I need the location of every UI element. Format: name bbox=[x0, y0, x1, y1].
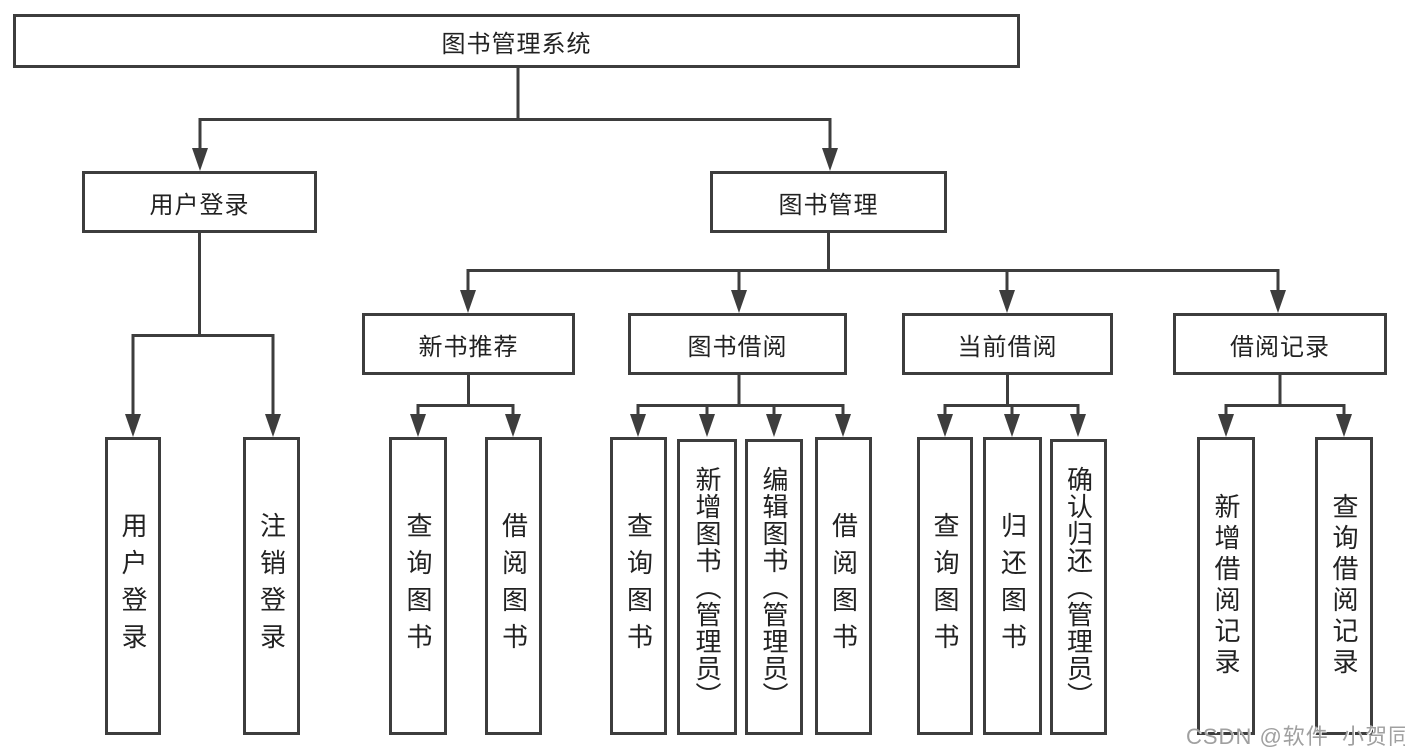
node-label: 确认归还（管理员） bbox=[1063, 465, 1094, 709]
leaf-user-login: 用户登录 bbox=[105, 437, 161, 735]
node-label: 借阅图书 bbox=[498, 512, 529, 660]
arrowhead bbox=[1004, 414, 1020, 437]
arrowhead bbox=[937, 414, 953, 437]
node-new-book-recommend: 新书推荐 bbox=[362, 313, 575, 375]
node-borrow-record: 借阅记录 bbox=[1173, 313, 1387, 375]
arrowhead bbox=[731, 290, 747, 313]
leaf-borrow-query-books: 查询图书 bbox=[610, 437, 667, 735]
node-book-borrow: 图书借阅 bbox=[628, 313, 847, 375]
leaf-confirm-return-admin: 确认归还（管理员） bbox=[1050, 439, 1107, 735]
node-label: 新书推荐 bbox=[418, 333, 519, 361]
node-label: 查询图书 bbox=[623, 512, 654, 660]
arrowhead bbox=[766, 414, 782, 437]
arrowhead bbox=[265, 414, 281, 437]
node-label: 新增图书（管理员） bbox=[692, 465, 722, 709]
arrowhead bbox=[630, 414, 646, 437]
arrowhead bbox=[999, 290, 1015, 313]
arrowhead bbox=[410, 414, 426, 437]
node-label: 借阅记录 bbox=[1230, 333, 1330, 361]
node-label: 借阅图书 bbox=[828, 512, 859, 660]
node-user-login: 用户登录 bbox=[82, 171, 317, 233]
node-current-borrow: 当前借阅 bbox=[902, 313, 1113, 375]
leaf-add-borrow-record: 新增借阅记录 bbox=[1197, 437, 1255, 735]
node-label: 用户登录 bbox=[118, 512, 148, 660]
leaf-return-books: 归还图书 bbox=[983, 437, 1042, 735]
arrowhead bbox=[699, 414, 715, 437]
leaf-add-books-admin: 新增图书（管理员） bbox=[677, 439, 737, 735]
leaf-logout: 注销登录 bbox=[243, 437, 300, 735]
arrowhead bbox=[1218, 414, 1234, 437]
arrowhead bbox=[1270, 290, 1286, 313]
node-book-management: 图书管理 bbox=[710, 171, 947, 233]
node-label: 图书管理系统 bbox=[441, 30, 592, 58]
leaf-borrow-books: 借阅图书 bbox=[815, 437, 872, 735]
arrowhead bbox=[835, 414, 851, 437]
node-label: 用户登录 bbox=[149, 191, 250, 219]
arrowhead bbox=[1336, 414, 1352, 437]
node-label: 图书管理 bbox=[778, 191, 879, 219]
node-label: 图书借阅 bbox=[687, 333, 788, 361]
node-label: 查询图书 bbox=[403, 512, 433, 660]
leaf-edit-books-admin: 编辑图书（管理员） bbox=[745, 439, 803, 735]
node-label: 查询借阅记录 bbox=[1329, 493, 1359, 679]
node-label: 注销登录 bbox=[256, 512, 287, 660]
leaf-current-query-books: 查询图书 bbox=[917, 437, 973, 735]
node-label: 查询图书 bbox=[930, 512, 960, 660]
connector-path bbox=[131, 68, 1346, 418]
node-label: 新增借阅记录 bbox=[1211, 493, 1241, 679]
leaf-recommend-borrow-books: 借阅图书 bbox=[485, 437, 542, 735]
arrowhead bbox=[460, 290, 476, 313]
watermark: CSDN @软件_小贺同学 bbox=[1186, 724, 1405, 747]
node-root: 图书管理系统 bbox=[13, 14, 1020, 68]
node-label: 当前借阅 bbox=[957, 333, 1058, 361]
arrowhead bbox=[1070, 414, 1086, 437]
arrowhead bbox=[505, 414, 521, 437]
leaf-query-borrow-record: 查询借阅记录 bbox=[1315, 437, 1373, 735]
arrowhead bbox=[192, 148, 208, 171]
leaf-recommend-query-books: 查询图书 bbox=[389, 437, 447, 735]
arrowhead bbox=[822, 148, 838, 171]
node-label: 归还图书 bbox=[997, 512, 1028, 660]
node-label: 编辑图书（管理员） bbox=[759, 465, 789, 709]
arrowhead bbox=[125, 414, 141, 437]
